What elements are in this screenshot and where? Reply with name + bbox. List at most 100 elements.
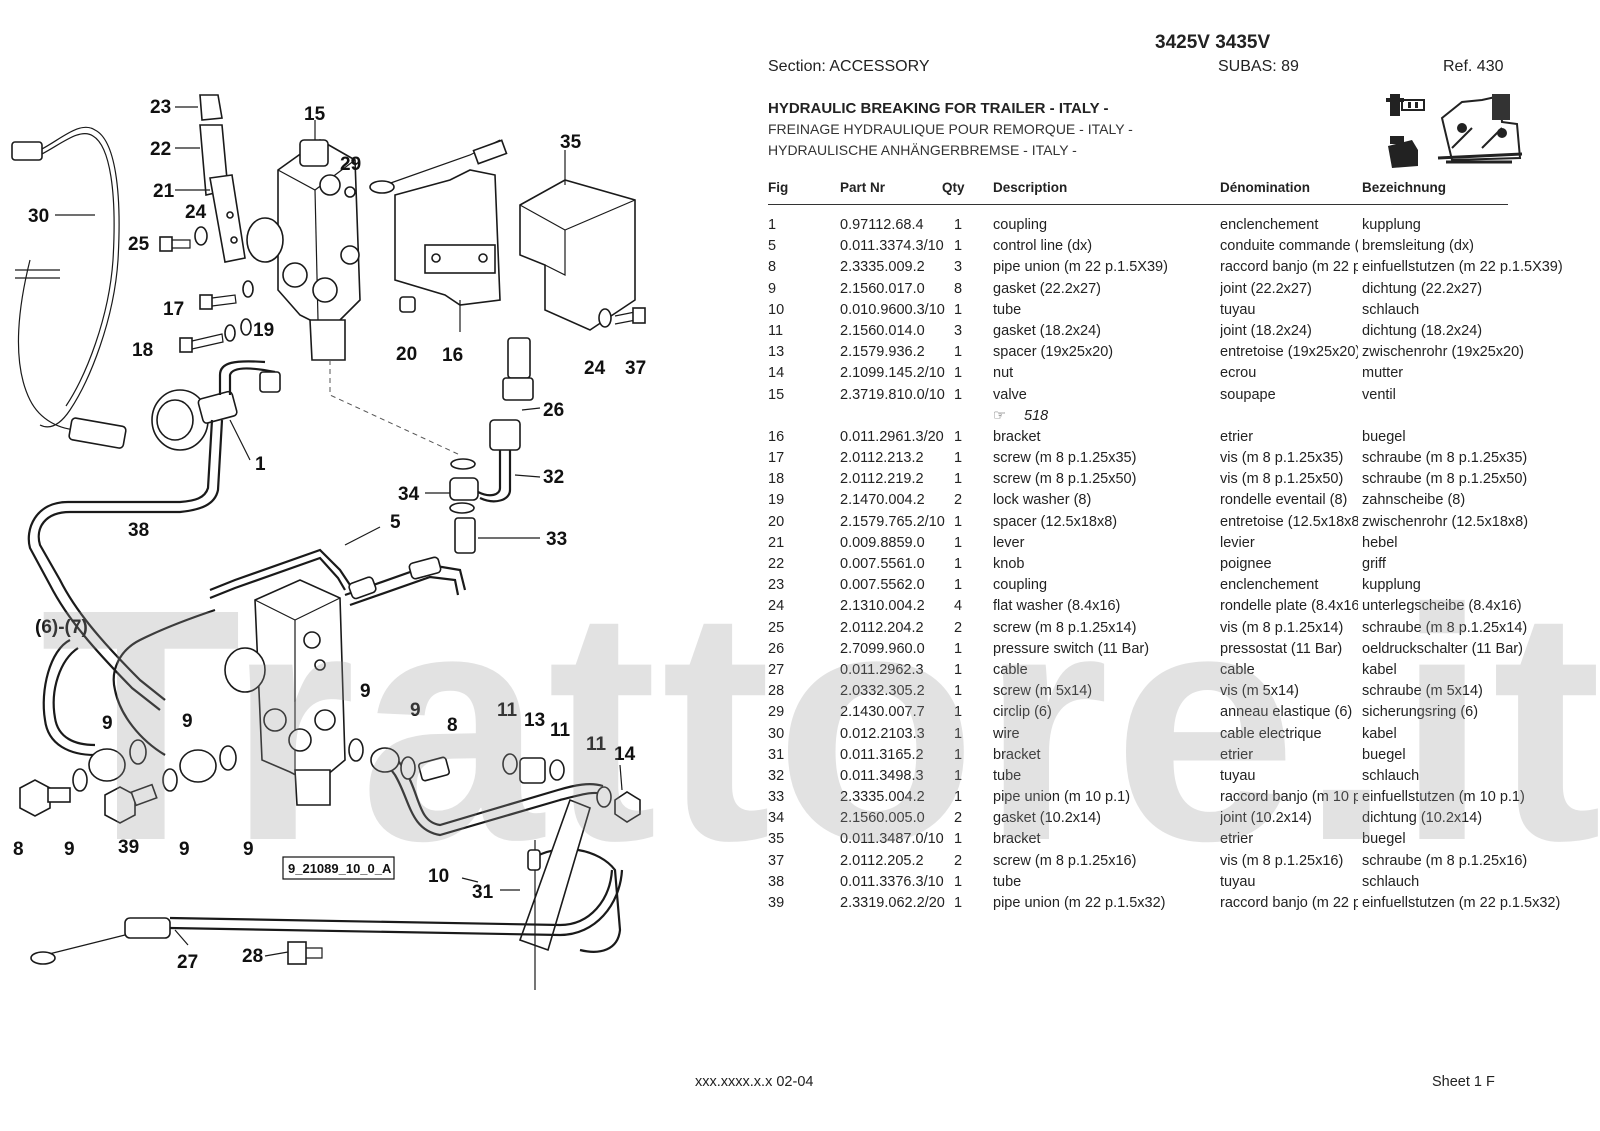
cell-description: spacer (19x25x20)	[993, 344, 1114, 361]
cell-qty: 1	[954, 746, 963, 763]
valve-15	[246, 139, 361, 361]
cell-qty: 2	[954, 852, 963, 869]
cell-qty: 2	[954, 810, 963, 827]
svg-text:9: 9	[102, 713, 113, 734]
cell-fig: 1	[768, 217, 777, 233]
model-title: 3425V 3435V	[1155, 32, 1271, 53]
footer-code: xxx.xxxx.x.x 02-04	[695, 1074, 814, 1090]
svg-text:24: 24	[584, 358, 606, 379]
svg-text:9: 9	[243, 839, 254, 860]
cell-qty: 1	[954, 344, 963, 361]
header-part-nr: Part Nr	[840, 180, 886, 195]
control-line-5	[209, 548, 467, 607]
cell-bezeichnung: kupplung	[1362, 577, 1421, 594]
cell-fig: 32	[768, 767, 785, 784]
svg-text:26: 26	[543, 400, 564, 421]
cell-denomination: etrier	[1220, 746, 1254, 763]
cell-description: tube	[993, 301, 1022, 318]
svg-text:25: 25	[128, 234, 150, 255]
cell-denomination: vis (m 8 p.1.25x16)	[1220, 852, 1344, 869]
cell-description: screw (m 8 p.1.25x35)	[993, 450, 1137, 467]
cell-fig: 28	[768, 683, 785, 700]
cell-qty: 8	[954, 280, 963, 297]
cell-bezeichnung: kabel	[1362, 661, 1397, 678]
cell-qty: 1	[954, 386, 963, 403]
screws-left	[159, 226, 254, 353]
cell-qty: 1	[954, 661, 963, 678]
svg-text:19: 19	[253, 320, 274, 341]
cell-fig: 5	[768, 238, 777, 255]
cell-qty: 1	[954, 556, 963, 572]
cell-part-nr: 0.011.3376.3/10	[840, 873, 944, 890]
unions-row	[19, 738, 641, 824]
cell-description: gasket (10.2x14)	[993, 810, 1102, 827]
cell-part-nr: 2.1560.005.0	[840, 810, 925, 827]
cell-qty: 1	[954, 895, 963, 911]
svg-text:14: 14	[614, 744, 636, 765]
cell-denomination: cable electrique	[1220, 725, 1322, 742]
cell-part-nr: 0.012.2103.3	[840, 725, 925, 742]
cell-bezeichnung: buegel	[1362, 831, 1406, 848]
cell-bezeichnung: zwischenrohr (19x25x20)	[1362, 344, 1524, 361]
cell-description: spacer (12.5x18x8)	[993, 513, 1118, 530]
cell-description: circlip (6)	[993, 704, 1052, 721]
cell-part-nr: 2.1560.014.0	[840, 322, 925, 339]
cell-part-nr: 0.97112.68.4	[840, 217, 924, 233]
cell-bezeichnung: schlauch	[1362, 767, 1420, 784]
cell-part-nr: 2.0332.305.2	[840, 683, 925, 700]
cell-bezeichnung: unterlegscheibe (8.4x16)	[1362, 598, 1522, 615]
header-description: Description	[993, 180, 1068, 195]
cell-part-nr: 0.011.3498.3	[840, 767, 924, 784]
cell-bezeichnung: mutter	[1362, 365, 1404, 382]
cell-part-nr: 0.010.9600.3/10	[840, 301, 945, 318]
cell-part-nr: 2.1579.936.2	[840, 344, 925, 361]
callout-leaders	[55, 106, 623, 957]
section-label: Section: ACCESSORY	[768, 58, 930, 75]
ref-code-label: 9_21089_10_0_A	[288, 861, 392, 876]
cell-qty: 1	[954, 238, 963, 255]
cell-fig: 23	[768, 577, 785, 594]
cell-description: screw (m 8 p.1.25x50)	[993, 471, 1137, 488]
cell-description: coupling	[993, 217, 1048, 233]
cell-denomination: rondelle eventail (8)	[1220, 492, 1348, 509]
cell-fig: 19	[768, 492, 785, 509]
cell-qty: 1	[954, 873, 963, 890]
cell-bezeichnung: schraube (m 8 p.1.25x35)	[1362, 450, 1528, 467]
cell-bezeichnung: oeldruckschalter (11 Bar)	[1362, 640, 1523, 657]
cell-fig: 39	[768, 895, 785, 911]
header-bezeichnung: Bezeichnung	[1362, 180, 1447, 195]
cell-denomination: joint (10.2x14)	[1220, 810, 1312, 827]
cell-part-nr: 0.009.8859.0	[840, 534, 925, 551]
cell-qty: 1	[954, 789, 963, 806]
cell-description: knob	[993, 556, 1025, 572]
svg-text:21: 21	[153, 181, 175, 202]
cell-part-nr: 0.011.3487.0/10	[840, 831, 944, 848]
cell-qty: 1	[954, 767, 963, 784]
cable-27-top	[369, 139, 508, 194]
cell-part-nr: 0.011.2961.3/20	[840, 428, 944, 445]
cell-qty: 3	[954, 322, 963, 339]
cell-qty: 1	[954, 534, 963, 551]
cell-fig: 29	[768, 704, 785, 721]
svg-text:29: 29	[340, 154, 361, 175]
svg-text:1: 1	[255, 454, 266, 475]
cell-fig: 20	[768, 513, 785, 530]
cell-part-nr: 2.1560.017.0	[840, 280, 925, 297]
cell-part-nr: 2.3335.009.2	[840, 259, 925, 276]
cell-bezeichnung: griff	[1362, 556, 1386, 572]
wire-30	[11, 126, 127, 449]
cell-denomination: vis (m 5x14)	[1220, 683, 1299, 700]
svg-text:11: 11	[497, 700, 518, 721]
cell-part-nr: 2.1430.007.7	[840, 704, 925, 721]
cell-description: lever	[993, 534, 1025, 551]
